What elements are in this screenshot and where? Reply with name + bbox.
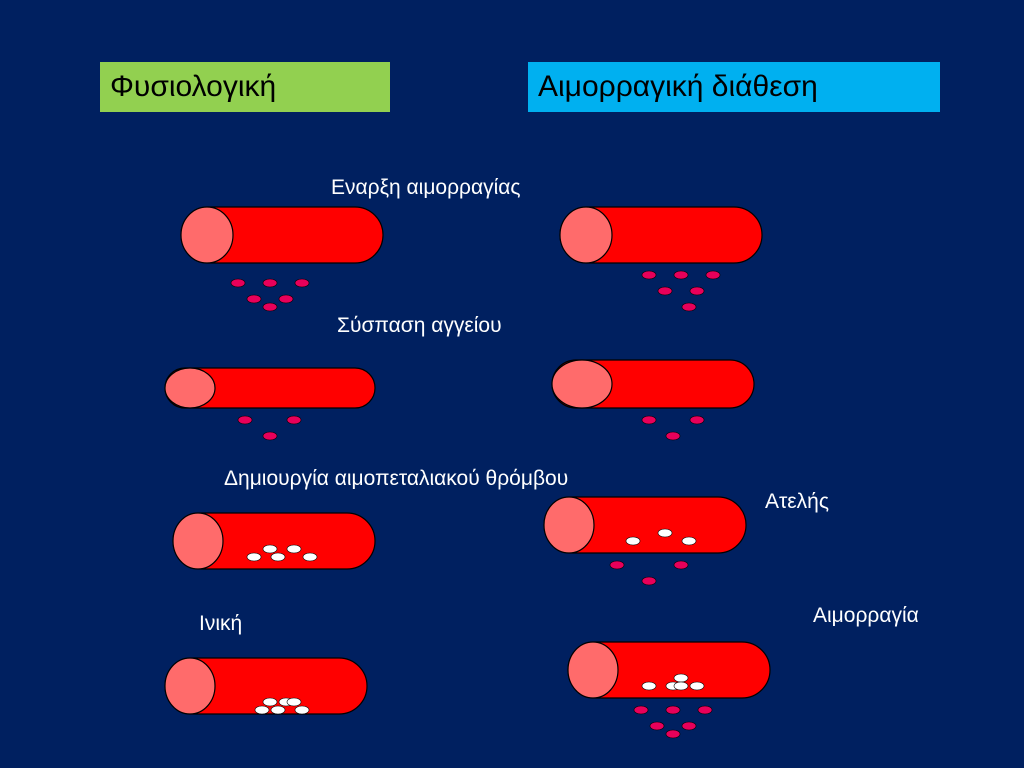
platelet-bleed-3 [681, 536, 697, 546]
red-cell-normal-constricted-1 [237, 415, 253, 425]
red-cell-normal-onset-4 [246, 294, 262, 304]
header-bleeding-tendency: Αιμορραγική διάθεση [528, 62, 940, 112]
red-cell-bleed-platelet-3 [641, 576, 657, 586]
vessel-normal-constricted-opening [164, 367, 216, 409]
label-vasoconstriction: Σύσπαση αγγείου [337, 314, 502, 337]
red-cell-bleed-platelet-2 [673, 560, 689, 570]
label-platelet-plug: Δημιουργία αιμοπεταλιακού θρόμβου [224, 467, 569, 490]
platelet-hemorrhage-1 [673, 673, 689, 683]
vessel-normal-platelet-opening [172, 512, 224, 570]
red-cell-normal-onset-1 [230, 278, 246, 288]
platelet-hemorrhage-2 [641, 681, 657, 691]
red-cell-normal-onset-3 [294, 278, 310, 288]
red-cell-bleed-constricted-3 [665, 431, 681, 441]
platelet-fibrin-3 [286, 697, 302, 707]
red-cell-hemorrhage-5 [681, 721, 697, 731]
platelet-normal-5 [302, 552, 318, 562]
red-cell-bleed-onset-2 [673, 270, 689, 280]
vessel-bleed-platelet-opening [543, 496, 595, 554]
vessel-bleed-hemorrhage-opening [567, 641, 619, 699]
platelet-fibrin-5 [270, 705, 286, 715]
red-cell-normal-constricted-3 [262, 431, 278, 441]
red-cell-bleed-constricted-1 [641, 415, 657, 425]
vessel-normal-onset-opening [180, 206, 234, 264]
red-cell-hemorrhage-6 [665, 729, 681, 739]
red-cell-hemorrhage-4 [649, 721, 665, 731]
platelet-hemorrhage-5 [689, 681, 705, 691]
vessel-bleed-constricted-opening [551, 359, 613, 409]
red-cell-normal-constricted-2 [286, 415, 302, 425]
red-cell-bleed-platelet-1 [609, 560, 625, 570]
vessel-normal-fibrin-opening [164, 657, 216, 715]
platelet-normal-4 [270, 552, 286, 562]
red-cell-bleed-onset-5 [689, 286, 705, 296]
platelet-bleed-1 [657, 528, 673, 538]
header-normal-label: Φυσιολογική [110, 70, 277, 103]
red-cell-hemorrhage-3 [697, 705, 713, 715]
label-hemorrhage: Αιμορραγία [813, 604, 919, 627]
platelet-hemorrhage-4 [673, 681, 689, 691]
label-incomplete: Ατελής [765, 490, 829, 513]
red-cell-bleed-onset-1 [641, 270, 657, 280]
platelet-fibrin-4 [254, 705, 270, 715]
platelet-fibrin-6 [294, 705, 310, 715]
platelet-normal-3 [246, 552, 262, 562]
red-cell-normal-onset-2 [262, 278, 278, 288]
label-fibrin: Ινική [199, 612, 243, 635]
red-cell-hemorrhage-2 [665, 705, 681, 715]
red-cell-bleed-onset-6 [681, 302, 697, 312]
header-bleeding-label: Αιμορραγική διάθεση [538, 70, 818, 103]
header-normal: Φυσιολογική [100, 62, 390, 112]
vessel-bleed-onset-opening [559, 206, 613, 264]
red-cell-bleed-onset-3 [705, 270, 721, 280]
red-cell-normal-onset-5 [278, 294, 294, 304]
red-cell-bleed-constricted-2 [689, 415, 705, 425]
platelet-fibrin-1 [262, 697, 278, 707]
platelet-normal-2 [286, 544, 302, 554]
label-onset: Εναρξη αιμορραγίας [331, 176, 521, 199]
red-cell-normal-onset-6 [262, 302, 278, 312]
red-cell-bleed-onset-4 [657, 286, 673, 296]
red-cell-hemorrhage-1 [633, 705, 649, 715]
platelet-bleed-2 [625, 536, 641, 546]
platelet-normal-1 [262, 544, 278, 554]
